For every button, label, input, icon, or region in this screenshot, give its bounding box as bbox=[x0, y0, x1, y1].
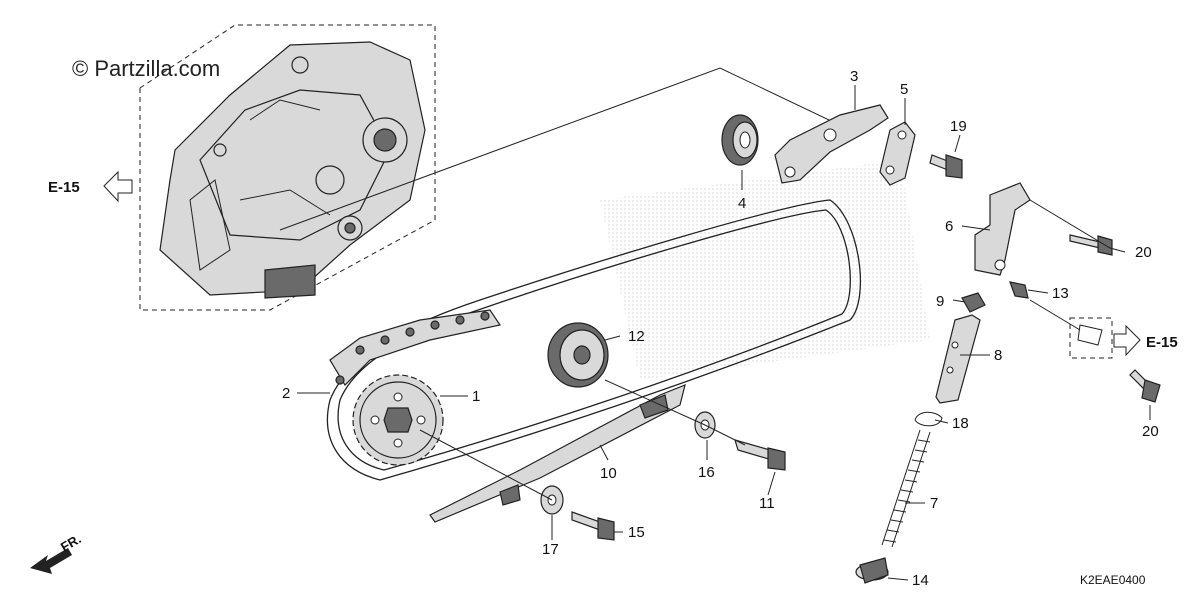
ref-right-label: E-15 bbox=[1146, 334, 1178, 351]
callout-15: 15 bbox=[628, 524, 645, 541]
background-stipple bbox=[600, 160, 930, 380]
tensioner-plate bbox=[879, 121, 916, 186]
callout-6: 6 bbox=[945, 218, 953, 235]
callout-7: 7 bbox=[930, 495, 938, 512]
circlip bbox=[914, 411, 943, 427]
cam-chain bbox=[326, 199, 861, 481]
callout-8: 8 bbox=[994, 347, 1002, 364]
bolt-13 bbox=[1009, 281, 1029, 299]
tensioner-cap bbox=[961, 292, 986, 313]
tensioner-bracket bbox=[774, 104, 889, 184]
leader-crankcase bbox=[279, 67, 851, 231]
callout-17: 17 bbox=[542, 541, 559, 558]
callout-12: 12 bbox=[628, 328, 645, 345]
tensioner-lifter-body bbox=[935, 314, 981, 404]
callout-18: 18 bbox=[952, 415, 969, 432]
tensioner-roller bbox=[547, 322, 609, 388]
pivot-bolt-11 bbox=[734, 439, 786, 471]
callout-14: 14 bbox=[912, 572, 929, 589]
chain-guide bbox=[429, 384, 686, 523]
callout-10: 10 bbox=[600, 465, 617, 482]
grommet bbox=[721, 114, 759, 166]
ref-left-label: E-15 bbox=[48, 179, 80, 196]
callout-20-lower: 20 bbox=[1142, 423, 1159, 440]
callout-9: 9 bbox=[936, 293, 944, 310]
callout-20-upper: 20 bbox=[1135, 244, 1152, 261]
tensioner-spring bbox=[881, 429, 931, 548]
chain-roller-links bbox=[329, 309, 501, 386]
tensioner-holder bbox=[974, 182, 1031, 276]
bolt-20-lower bbox=[1129, 369, 1161, 403]
callout-2: 2 bbox=[282, 385, 290, 402]
front-arrow-icon bbox=[30, 548, 72, 574]
crankcase-illustration bbox=[159, 41, 426, 299]
callout-19: 19 bbox=[950, 118, 967, 135]
watermark-text: © Partzilla.com bbox=[72, 56, 220, 81]
diagram-code: K2EAE0400 bbox=[1080, 573, 1146, 587]
callout-3: 3 bbox=[850, 68, 858, 85]
ref-left-arrow-icon bbox=[103, 170, 133, 203]
callout-11: 11 bbox=[759, 495, 775, 512]
bolt-15 bbox=[571, 511, 615, 541]
ref-right-arrow-icon bbox=[1113, 324, 1141, 357]
ref-right-dashed-box bbox=[1069, 317, 1113, 359]
callout-leaders bbox=[297, 85, 1151, 581]
crankcase-dashed-boundary bbox=[139, 24, 436, 311]
callout-4: 4 bbox=[738, 195, 746, 212]
callout-13: 13 bbox=[1052, 285, 1069, 302]
cam-sprocket bbox=[352, 374, 444, 466]
bolt-19 bbox=[929, 154, 963, 179]
front-indicator-label: FR. bbox=[58, 531, 84, 554]
callout-16: 16 bbox=[698, 464, 715, 481]
callout-5: 5 bbox=[900, 81, 908, 98]
spring-end-cap bbox=[855, 557, 889, 584]
callout-1: 1 bbox=[472, 388, 480, 405]
